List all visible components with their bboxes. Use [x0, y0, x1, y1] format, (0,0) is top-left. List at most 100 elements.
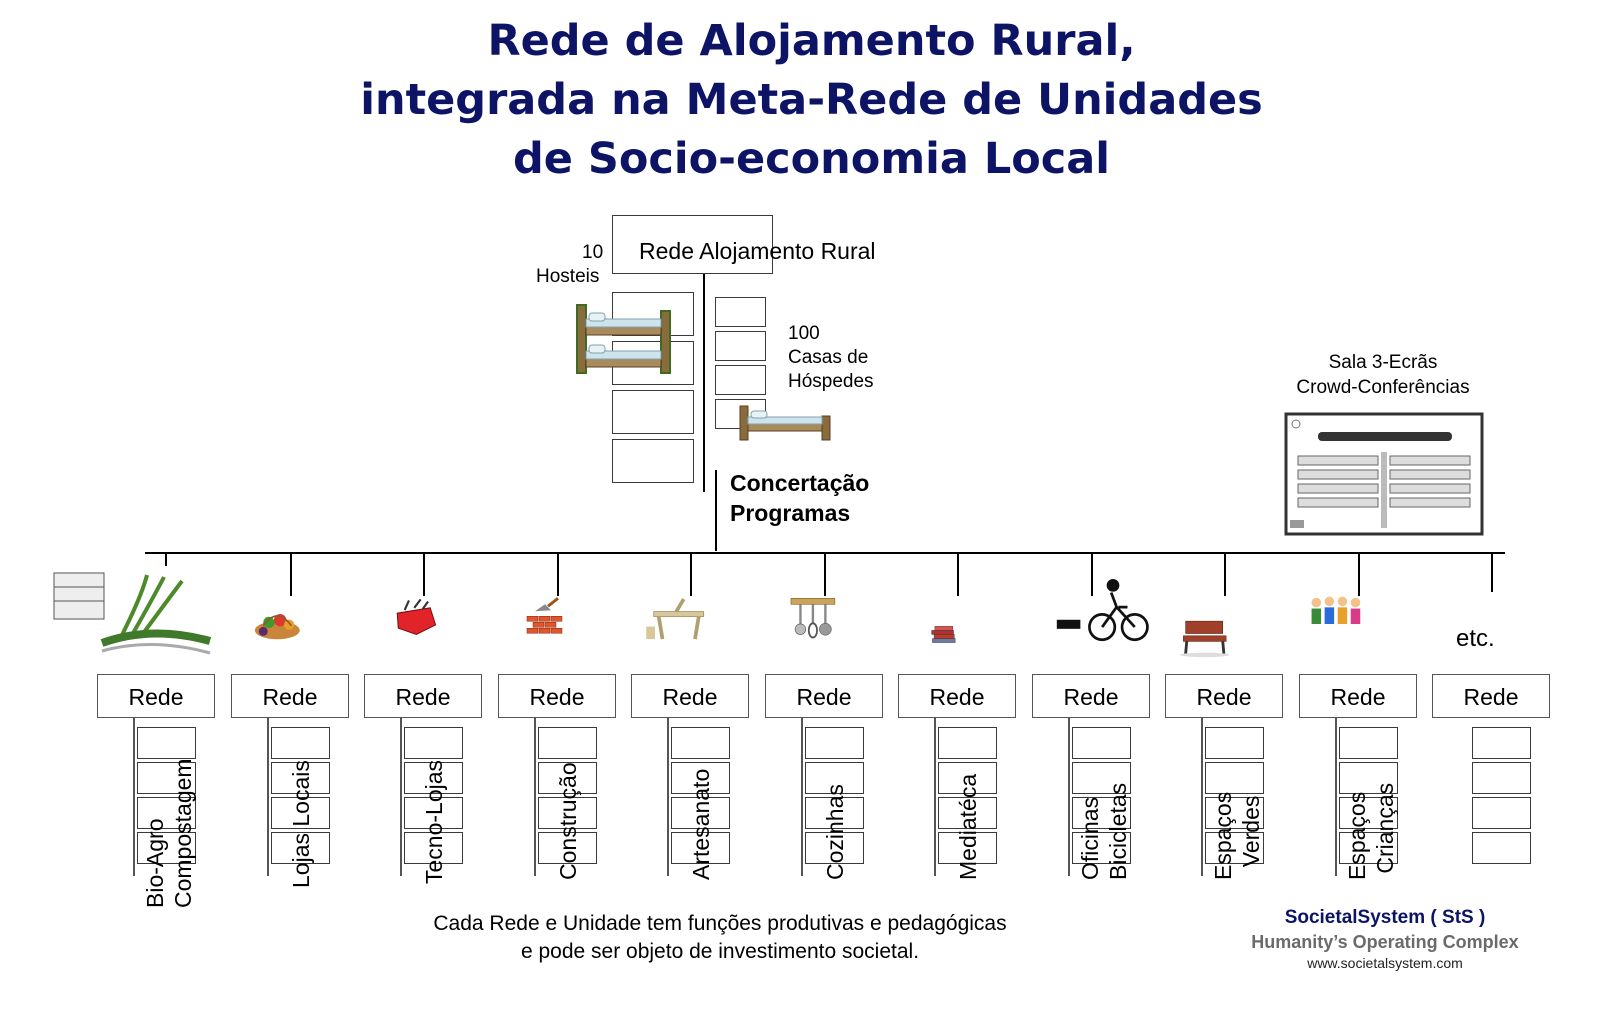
- diagram-title: Rede de Alojamento Rural, integrada na M…: [0, 12, 1623, 189]
- bed-icon: [739, 405, 831, 441]
- unit-box: [1472, 762, 1531, 794]
- rede-box: Rede: [898, 674, 1016, 718]
- footer-line-1: Cada Rede e Unidade tem funções produtiv…: [433, 912, 1007, 935]
- bicycle-icon: [1056, 578, 1149, 642]
- title-line-1: Rede de Alojamento Rural,: [487, 16, 1136, 66]
- brand-name: SocietalSystem ( StS ): [1284, 907, 1486, 928]
- column-connector-line: [423, 552, 425, 596]
- unit-box: [1072, 727, 1131, 759]
- unit-box: [805, 832, 864, 864]
- unit-box: [137, 832, 196, 864]
- footer-line-2: e pode ser objeto de investimento societ…: [520, 940, 920, 963]
- network-label: Construção: [555, 762, 581, 880]
- column-stem-line: [667, 718, 669, 876]
- unit-box: [538, 762, 597, 794]
- network-label: Tecno-Lojas: [421, 759, 447, 884]
- unit-box: [404, 727, 463, 759]
- brand-tagline: Humanity’s Operating Complex: [1251, 932, 1519, 952]
- unit-box: [1339, 832, 1398, 864]
- unit-box: [1072, 832, 1131, 864]
- conference-label-1: Sala 3-Ecrãs: [1328, 352, 1438, 373]
- unit-box: [404, 832, 463, 864]
- rede-box: Rede: [631, 674, 749, 718]
- brand-url: www.societalsystem.com: [1307, 955, 1463, 971]
- hostel-box: [612, 390, 694, 434]
- children-icon: [1311, 596, 1361, 624]
- unit-box: [1472, 797, 1531, 829]
- title-line-3: de Socio-economia Local: [512, 134, 1111, 184]
- bricks-trowel-icon: [526, 597, 563, 634]
- unit-box: [271, 727, 330, 759]
- column-stem-line: [1335, 718, 1337, 876]
- unit-box: [1205, 832, 1264, 864]
- rede-box: Rede: [364, 674, 482, 718]
- conference-room-icon: [1284, 412, 1484, 536]
- rede-box: Rede: [498, 674, 616, 718]
- unit-box: [137, 727, 196, 759]
- compost-icon: [53, 572, 212, 655]
- hub-label: Rede Alojamento Rural: [639, 238, 876, 264]
- network-label: Cozinhas: [822, 784, 848, 880]
- houses-label-2: Hóspedes: [788, 371, 874, 392]
- column-stem-line: [934, 718, 936, 876]
- column-stem-line: [534, 718, 536, 876]
- unit-box: [1205, 762, 1264, 794]
- workbench-icon: [646, 598, 705, 640]
- unit-box: [137, 762, 196, 794]
- network-label: Lojas Locais: [288, 760, 314, 888]
- column-connector-line: [1091, 552, 1093, 596]
- unit-box: [671, 832, 730, 864]
- concertation-line-1: Concertação: [730, 470, 870, 496]
- title-line-2: integrada na Meta-Rede de Unidades: [360, 75, 1263, 125]
- unit-box: [805, 727, 864, 759]
- toolbox-icon: [396, 598, 437, 636]
- unit-box: [938, 832, 997, 864]
- unit-box: [137, 797, 196, 829]
- column-connector-line: [557, 552, 559, 596]
- unit-box: [938, 727, 997, 759]
- column-connector-line: [290, 552, 292, 596]
- guest-house-box: [715, 331, 766, 361]
- concertation-label: Concertação Programas: [730, 468, 869, 528]
- brand-block: SocietalSystem ( StS ) Humanity’s Operat…: [1220, 906, 1550, 972]
- unit-box: [1339, 727, 1398, 759]
- network-label: Espaços Verdes: [1210, 791, 1264, 880]
- column-stem-line: [133, 718, 135, 876]
- houses-label-1: Casas de: [788, 347, 869, 368]
- unit-box: [1472, 727, 1531, 759]
- unit-box: [538, 727, 597, 759]
- network-label: Espaços Crianças: [1344, 782, 1398, 880]
- unit-box: [1205, 797, 1264, 829]
- column-connector-line: [165, 552, 167, 566]
- park-bench-icon: [1180, 620, 1230, 658]
- conference-label-2: Crowd-Conferências: [1296, 377, 1470, 398]
- guest-house-box: [715, 365, 766, 395]
- column-stem-line: [400, 718, 402, 876]
- books-icon: [931, 626, 956, 643]
- rede-box: Rede: [1165, 674, 1283, 718]
- rede-box: Rede: [765, 674, 883, 718]
- unit-box: [1072, 797, 1131, 829]
- footer-note: Cada Rede e Unidade tem funções produtiv…: [300, 910, 1140, 966]
- rede-box: Rede: [1032, 674, 1150, 718]
- unit-box: [671, 762, 730, 794]
- column-connector-line: [824, 552, 826, 596]
- column-stem-line: [267, 718, 269, 876]
- etc-label: etc.: [1456, 625, 1495, 652]
- unit-box: [1472, 832, 1531, 864]
- unit-box: [271, 762, 330, 794]
- unit-box: [938, 797, 997, 829]
- hub-trunk-line-lower: [715, 470, 717, 551]
- column-connector-line: [957, 552, 959, 596]
- unit-box: [538, 797, 597, 829]
- unit-box: [404, 797, 463, 829]
- unit-box: [404, 762, 463, 794]
- unit-box: [671, 727, 730, 759]
- rede-box: Rede: [231, 674, 349, 718]
- unit-box: [538, 832, 597, 864]
- guest-house-box: [715, 297, 766, 327]
- network-label: Artesanato: [688, 768, 714, 880]
- conference-label: Sala 3-Ecrãs Crowd-Conferências: [1278, 350, 1488, 400]
- column-stem-line: [801, 718, 803, 876]
- rede-box: Rede: [1432, 674, 1550, 718]
